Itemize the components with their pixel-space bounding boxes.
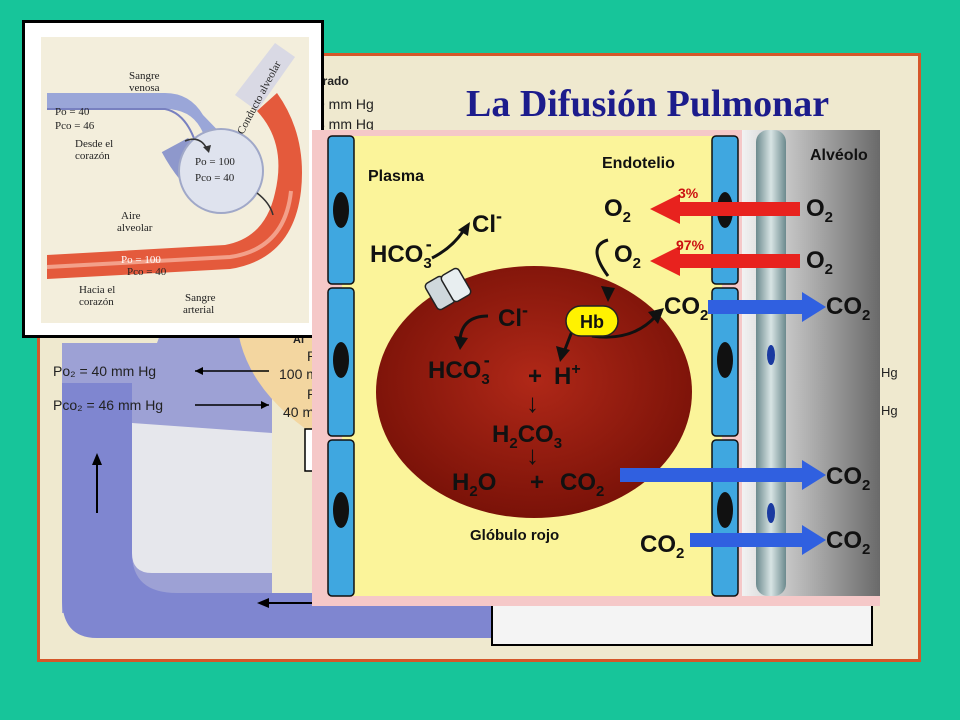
o2-to-hb-arrow [595,238,610,277]
pct-3: 3% [678,185,699,201]
mid-40: 40 m [283,404,314,420]
h-ion: H+ [554,361,581,390]
cl-in-arrow [458,314,489,341]
label-al: Al [293,334,304,346]
value-2: 3 mm Hg [317,116,374,132]
channel-icon [424,267,472,311]
co2-arrow-2 [620,460,826,490]
o2-plasma-1: O2 [604,195,631,226]
co2-arrow-3 [690,525,826,555]
mid-p2: P [307,386,316,402]
po-arterial: Po = 100 [121,254,161,266]
alveolar-nucleus-2 [767,503,775,523]
plasma-label: Plasma [368,168,424,185]
alveolar-nucleus-1 [767,345,775,365]
mid-p1: P [307,348,316,364]
hb-badge [565,305,619,337]
plus-2: + [530,469,544,496]
gas-exchange-diagram: Hb Plasma Endotelio Alvéolo 3% 97% O2 O2… [312,130,880,606]
o2-arrow-2 [650,246,800,276]
h2o: H2O [452,469,496,500]
alveolo-label: Alvéolo [810,147,868,164]
co2-alveolo-3: CO2 [826,527,870,558]
hco3-cell: HCO3- [428,350,490,388]
pco-venous: Pco = 46 [55,120,95,132]
pco-arterial: Pco = 40 [127,266,167,278]
down-arrow-1: ↓ [526,388,539,418]
sangre-arterial-1: Sangre [185,292,216,304]
sangre-venosa-1: Sangre [129,70,160,82]
nucleus-right-2 [717,342,733,378]
pco2-label: Pco₂ = 46 mm Hg [53,397,163,413]
o2-arrow-1 [650,194,800,224]
desde-1: Desde el [75,138,113,150]
cl-plasma: Cl- [472,206,502,238]
co2-plasma-1: CO2 [664,293,708,324]
down-arrow-2: ↓ [526,440,539,470]
o2-alveolo-1: O2 [806,195,833,226]
co2-arrow-1 [708,292,826,322]
hacia-1: Hacia el [79,284,115,296]
hco3-out-arrow [431,229,466,260]
nucleus-left-3 [333,492,349,528]
aire-1: Aire [121,210,141,222]
co2-alveolo-1: CO2 [826,293,870,324]
po-venous: Po = 40 [55,106,90,118]
o2-plasma-2: O2 [614,241,641,272]
mid-100: 100 m [279,366,318,382]
alveolus-drawing: Sangre venosa Conducto alveolar Po = 40 … [41,37,309,323]
right-hg-2: Hg [881,403,898,418]
value-1: 9 mm Hg [317,96,374,112]
sangre-arterial-2: arterial [183,304,214,316]
hco3-plasma: HCO3- [370,234,432,272]
right-hg-1: Hg [881,365,898,380]
alveolus-inset: Sangre venosa Conducto alveolar Po = 40 … [22,20,324,338]
cl-cell: Cl- [498,300,528,332]
po2-label: Po₂ = 40 mm Hg [53,363,156,379]
endotelio-label: Endotelio [602,155,675,172]
h2co3: H2CO3 [492,421,562,452]
hb-label: Hb [580,312,604,332]
o2-alveolo-2: O2 [806,247,833,278]
hacia-2: corazón [79,296,114,308]
desde-2: corazón [75,150,110,162]
plus-1: + [528,363,542,390]
pct-97: 97% [676,237,705,253]
aire-2: alveolar [117,222,153,234]
nucleus-right-3 [717,492,733,528]
co2-plasma-3: CO2 [640,531,684,562]
co2-alveolo-2: CO2 [826,463,870,494]
po-alveolar: Po = 100 [195,156,235,168]
co2-cell: CO2 [560,469,604,500]
hb-to-co2-arrow [591,314,658,339]
pco-alveolar: Pco = 40 [195,172,235,184]
nucleus-left-2 [333,342,349,378]
nucleus-left-1 [333,192,349,228]
globulo-rojo-label: Glóbulo rojo [470,527,559,544]
slide-title: La Difusión Pulmonar [466,83,830,125]
sangre-venosa-2: venosa [129,82,160,94]
